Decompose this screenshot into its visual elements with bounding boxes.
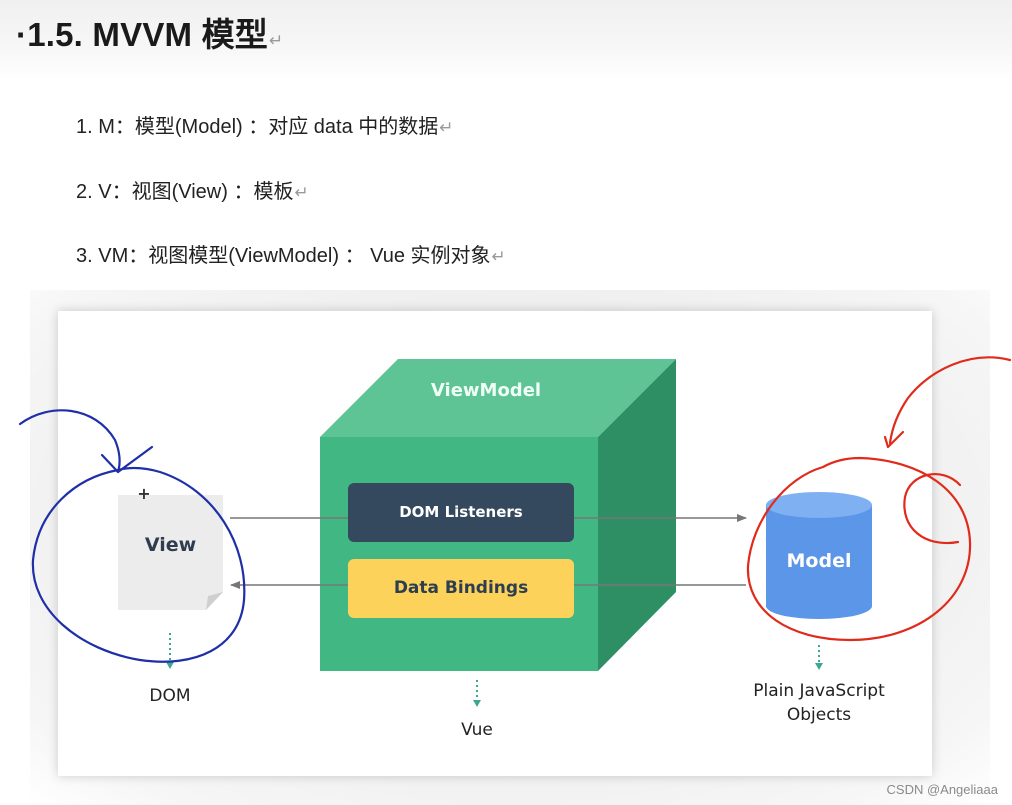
dom-listeners-label: DOM Listeners xyxy=(399,503,523,521)
red-handwritten-circle xyxy=(746,356,1012,642)
list-item-model: 1. M：模型(Model) ：对应 data 中的数据↵ xyxy=(76,110,454,139)
section-heading: ·1.5. MVVM 模型↵ xyxy=(16,8,283,56)
model-database-icon xyxy=(766,492,872,619)
viewmodel-label: ViewModel xyxy=(430,380,542,401)
data-bindings-box xyxy=(348,559,574,618)
model-label: Model xyxy=(786,550,852,572)
dom-listeners-box xyxy=(348,483,574,542)
page-fold-icon xyxy=(206,592,223,610)
view-document-icon xyxy=(118,495,223,610)
csdn-watermark: CSDN @Angeliaaa xyxy=(886,782,998,797)
vue-connector xyxy=(473,680,481,707)
heading-bullet: · xyxy=(16,16,28,53)
view-plus-mark: + xyxy=(137,484,151,503)
paragraph-mark-icon: ↵ xyxy=(439,118,454,137)
model-caption-line2: Objects xyxy=(786,705,852,725)
paragraph-mark-icon: ↵ xyxy=(491,247,506,266)
cube-top-face xyxy=(320,359,676,437)
data-bindings-label: Data Bindings xyxy=(393,578,529,598)
model-connector xyxy=(815,645,823,670)
list-item-text: 2. V：视图(View) ：模板 xyxy=(76,181,294,203)
model-caption-line1: Plain JavaScript xyxy=(753,681,885,701)
dom-connector xyxy=(166,633,174,669)
vue-caption: Vue xyxy=(461,720,493,740)
paragraph-mark-icon: ↵ xyxy=(268,31,284,50)
dom-caption: DOM xyxy=(149,686,191,706)
blue-handwritten-circle xyxy=(18,409,246,663)
heading-text: 1.5. MVVM 模型 xyxy=(27,16,268,53)
list-item-viewmodel: 3. VM：视图模型(ViewModel) ： Vue 实例对象↵ xyxy=(76,239,506,268)
view-label: View xyxy=(144,534,197,556)
paragraph-mark-icon: ↵ xyxy=(294,183,309,202)
cube-side-face xyxy=(598,359,676,671)
list-item-text: 3. VM：视图模型(ViewModel) ： Vue 实例对象 xyxy=(76,245,491,267)
list-item-view: 2. V：视图(View) ：模板↵ xyxy=(76,175,309,204)
heading-band xyxy=(0,0,1012,80)
list-item-text: 1. M：模型(Model) ：对应 data 中的数据 xyxy=(76,116,439,138)
cube-front-face xyxy=(320,437,598,671)
